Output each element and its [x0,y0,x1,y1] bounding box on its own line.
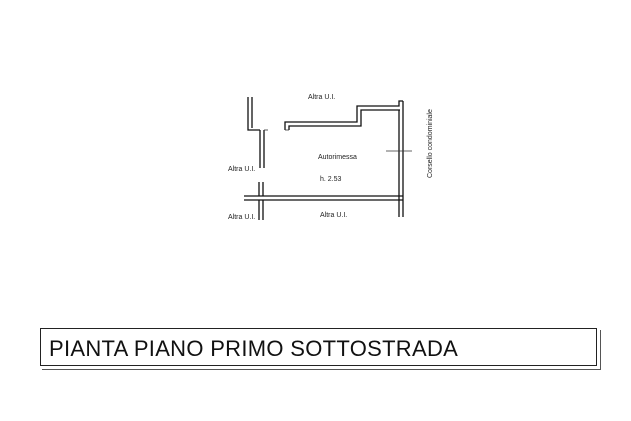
label-autorimessa: Autorimessa [318,154,357,161]
label-altra-ui-bottom: Altra U.I. [320,212,347,219]
label-altra-ui-top: Altra U.I. [308,94,335,101]
drawing-title: PIANTA PIANO PRIMO SOTTOSTRADA [49,336,459,361]
left-wall-middle [259,129,268,168]
label-altra-ui-left: Altra U.I. [228,166,255,173]
right-wall [386,101,412,217]
label-corsello-condominiale: Corsello condominiale [427,109,434,178]
title-box-shadow-right [600,330,601,370]
label-altra-ui-bottom-left: Altra U.I. [228,214,255,221]
bottom-wall [244,182,403,220]
title-box: PIANTA PIANO PRIMO SOTTOSTRADA [40,328,597,366]
top-stepped-wall [284,100,403,131]
left-wall-upper [247,97,260,131]
label-height: h. 2.53 [320,176,342,183]
title-box-shadow-bottom [42,369,601,370]
